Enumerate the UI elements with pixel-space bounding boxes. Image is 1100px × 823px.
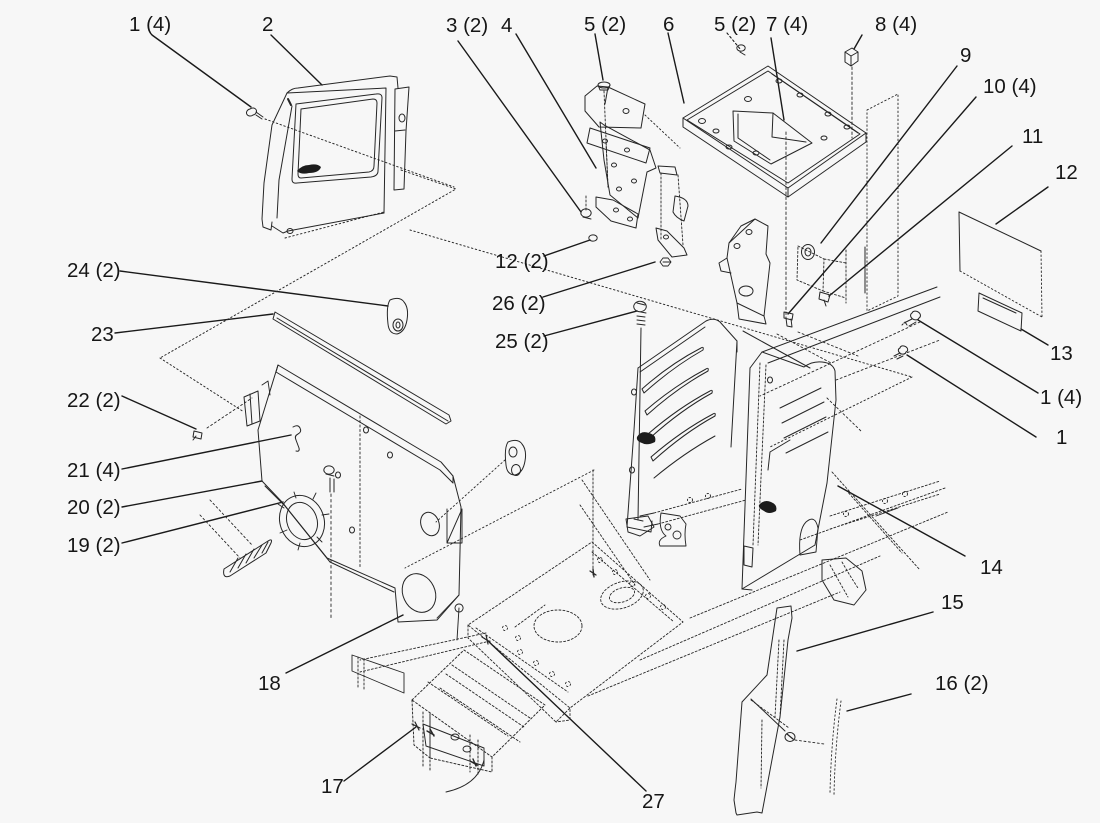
svg-text:1 (4): 1 (4) (129, 13, 171, 36)
svg-text:14: 14 (980, 556, 1003, 579)
svg-text:3 (2): 3 (2) (446, 14, 488, 37)
svg-text:19 (2): 19 (2) (67, 534, 121, 557)
svg-text:4: 4 (501, 14, 512, 37)
svg-text:18: 18 (258, 672, 281, 695)
svg-text:1: 1 (1056, 426, 1067, 449)
svg-text:13: 13 (1050, 342, 1073, 365)
svg-text:17: 17 (321, 775, 344, 798)
svg-text:15: 15 (941, 591, 964, 614)
svg-text:12 (2): 12 (2) (495, 250, 549, 273)
svg-text:11: 11 (1022, 125, 1043, 148)
svg-text:9: 9 (960, 44, 971, 67)
svg-text:5 (2): 5 (2) (714, 13, 756, 36)
svg-text:8 (4): 8 (4) (875, 13, 917, 36)
svg-text:5 (2): 5 (2) (584, 13, 626, 36)
svg-text:16 (2): 16 (2) (935, 672, 989, 695)
svg-text:23: 23 (91, 323, 114, 346)
svg-text:12: 12 (1055, 161, 1078, 184)
svg-text:24 (2): 24 (2) (67, 259, 121, 282)
svg-text:6: 6 (663, 13, 674, 36)
svg-text:27: 27 (642, 790, 665, 813)
svg-text:26 (2): 26 (2) (492, 292, 546, 315)
svg-text:20 (2): 20 (2) (67, 496, 121, 519)
svg-text:1 (4): 1 (4) (1040, 386, 1082, 409)
svg-text:25 (2): 25 (2) (495, 330, 549, 353)
svg-text:2: 2 (262, 13, 273, 36)
svg-text:10 (4): 10 (4) (983, 75, 1037, 98)
svg-text:21 (4): 21 (4) (67, 459, 121, 482)
svg-text:7 (4): 7 (4) (766, 13, 808, 36)
svg-text:22 (2): 22 (2) (67, 389, 121, 412)
